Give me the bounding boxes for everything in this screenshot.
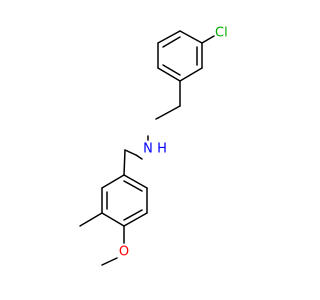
- bond: [124, 149, 137, 156]
- bond: [157, 67, 181, 82]
- double-bond-inner: [162, 64, 181, 76]
- double-bond-inner: [123, 209, 143, 221]
- bond: [155, 117, 159, 120]
- bond: [157, 105, 181, 119]
- methoxy-oxygen-label: O: [119, 245, 129, 260]
- bond: [101, 212, 125, 227]
- bond: [135, 154, 143, 160]
- bond-c-cl: [201, 35, 215, 44]
- chlorine-atom-label: Cl: [215, 26, 228, 41]
- bond: [123, 212, 148, 227]
- structure-canvas: Cl N H O: [79, 26, 228, 266]
- bond: [179, 67, 203, 82]
- double-bond-inner: [162, 36, 181, 48]
- chlorophenyl-ring: [157, 30, 203, 82]
- methoxy-methylphenyl-ring: [101, 174, 148, 227]
- amine-nitrogen-label: N: [143, 142, 153, 157]
- bond: [179, 30, 203, 44]
- ethyl-chain: [155, 80, 181, 120]
- amine-hydrogen-label: H: [157, 142, 167, 157]
- bond: [157, 30, 181, 44]
- double-bond-inner: [123, 180, 143, 192]
- bond-methyl: [79, 212, 103, 227]
- molecule-structure: Cl N H O: [79, 26, 228, 266]
- bond: [123, 149, 126, 176]
- bond: [123, 174, 148, 189]
- bond: [101, 174, 125, 189]
- bond-o-ch3: [101, 257, 118, 266]
